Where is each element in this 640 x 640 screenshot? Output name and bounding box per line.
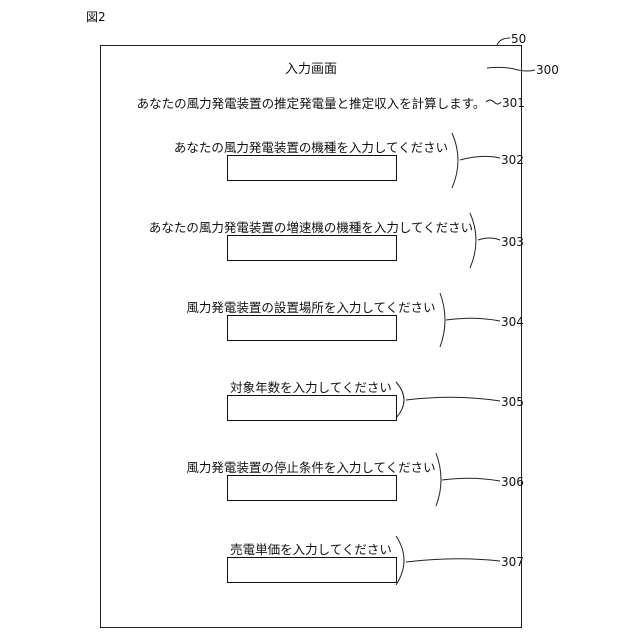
ref-screen: 300 bbox=[536, 63, 559, 77]
ref-field-3: 304 bbox=[501, 315, 524, 329]
field-label-stop-condition: 風力発電装置の停止条件を入力してください bbox=[186, 457, 435, 476]
field-label-years: 対象年数を入力してください bbox=[230, 377, 392, 396]
field-label-unit-price: 売電単価を入力してください bbox=[230, 539, 392, 558]
location-input[interactable] bbox=[227, 315, 397, 341]
ref-field-5: 306 bbox=[501, 475, 524, 489]
field-label-model: あなたの風力発電装置の機種を入力してください bbox=[174, 137, 448, 156]
screen-description: あなたの風力発電装置の推定発電量と推定収入を計算します。 bbox=[100, 93, 522, 112]
leader-device bbox=[497, 38, 510, 45]
field-label-gearbox-model: あなたの風力発電装置の増速機の機種を入力してください bbox=[149, 217, 473, 236]
ref-field-2: 303 bbox=[501, 235, 524, 249]
model-input[interactable] bbox=[227, 155, 397, 181]
stop-condition-input[interactable] bbox=[227, 475, 397, 501]
field-label-location: 風力発電装置の設置場所を入力してください bbox=[186, 297, 435, 316]
years-input[interactable] bbox=[227, 395, 397, 421]
figure-label: 図2 bbox=[86, 8, 106, 25]
ref-field-1: 302 bbox=[501, 153, 524, 167]
gearbox-model-input[interactable] bbox=[227, 235, 397, 261]
ref-field-6: 307 bbox=[501, 555, 524, 569]
ref-device: 50 bbox=[511, 32, 526, 46]
screen-title: 入力画面 bbox=[100, 58, 522, 77]
unit-price-input[interactable] bbox=[227, 557, 397, 583]
ref-field-4: 305 bbox=[501, 395, 524, 409]
